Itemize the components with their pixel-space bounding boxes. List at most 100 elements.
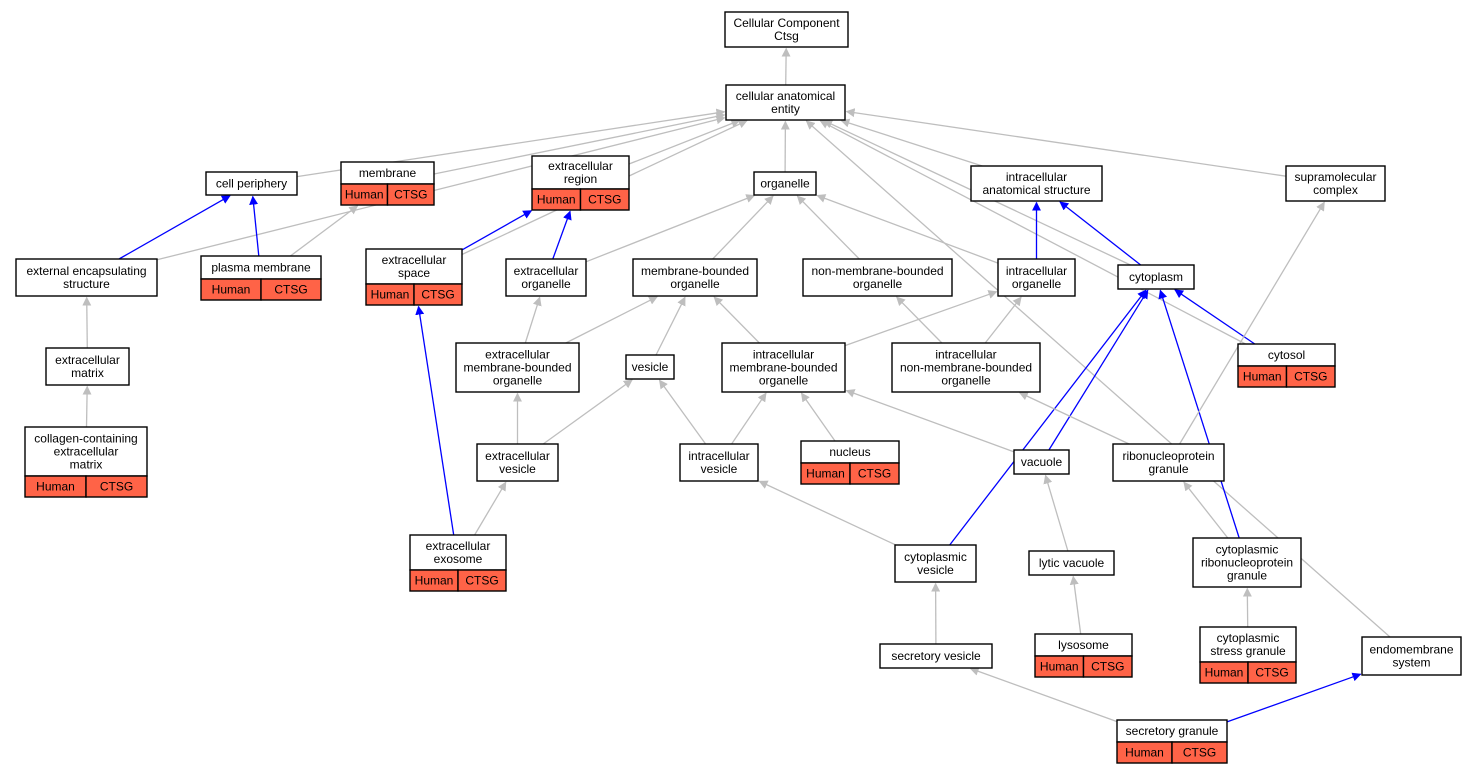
edge-ecmbo-to-ecorg — [524, 296, 542, 344]
node-label: external encapsulating — [26, 264, 146, 278]
gene-label: CTSG — [588, 193, 621, 207]
node-label: nucleus — [829, 445, 870, 459]
edge-imbo-to-intraorg — [844, 290, 998, 347]
node-box — [45, 347, 130, 386]
node-label: intracellular — [688, 449, 749, 463]
node-label: matrix — [70, 458, 103, 472]
node-collagen[interactable]: collagen-containingextracellularmatrixHu… — [24, 426, 148, 498]
node-label: stress granule — [1210, 644, 1286, 658]
node-organelle[interactable]: organelle — [753, 171, 817, 196]
node-label: supramolecular — [1294, 170, 1376, 184]
node-box — [365, 248, 463, 285]
node-label: cytoplasmic — [904, 550, 967, 564]
node-box — [476, 443, 559, 482]
edge-exosome-to-ecvesicle — [474, 481, 507, 536]
edge-collagen-to-ecmatrix — [82, 385, 92, 428]
node-label: intracellular — [1006, 170, 1067, 184]
edge-secgranule-to-endomem — [1226, 672, 1362, 723]
node-cellperiph[interactable]: cell periphery — [205, 171, 298, 196]
node-box — [409, 534, 507, 571]
edge-intraorg-to-organelle — [816, 194, 999, 264]
gene-annotation-cell — [386, 183, 435, 206]
gene-label: CTSG — [274, 283, 307, 297]
node-box — [15, 258, 158, 297]
edge-inmbo-to-intraorg — [984, 296, 1022, 344]
node-label: cytoplasmic — [1217, 631, 1280, 645]
edge-lysosome-to-lyticvac — [1069, 575, 1082, 635]
node-label: cell periphery — [216, 177, 287, 191]
node-vesicle[interactable]: vesicle — [625, 354, 675, 380]
species-label: Human — [806, 467, 845, 481]
edge-secgranule-to-secvesicle — [969, 667, 1118, 723]
node-label: vacuole — [1021, 455, 1063, 469]
node-vacuole[interactable]: vacuole — [1013, 449, 1070, 475]
gene-annotation-cell — [1171, 741, 1228, 764]
node-box — [753, 171, 817, 196]
node-label: intracellular — [935, 348, 996, 362]
node-box — [724, 11, 849, 48]
edge-plasmamem-to-cellperiph — [249, 195, 260, 257]
node-label: plasma membrane — [211, 261, 311, 275]
node-label: extracellular — [514, 264, 579, 278]
edge-lyticvac-to-vacuole — [1043, 474, 1069, 552]
node-box — [24, 426, 148, 477]
gene-label: CTSG — [858, 467, 891, 481]
edge-ecorg-to-ecregion — [552, 210, 572, 260]
gene-annotation-cell — [457, 569, 507, 592]
edge-nucleus-to-imbo — [800, 392, 836, 442]
node-cytoplasm[interactable]: cytoplasm — [1117, 264, 1195, 290]
edge-membrane-to-cae — [433, 112, 726, 175]
node-inmbo[interactable]: intracellularnon-membrane-boundedorganel… — [891, 342, 1041, 393]
node-label: anatomical structure — [982, 183, 1090, 197]
node-box — [1117, 264, 1195, 290]
node-label: organelle — [760, 177, 810, 191]
node-label: organelle — [759, 374, 809, 388]
species-label: Human — [36, 480, 75, 494]
species-label: Human — [345, 188, 384, 202]
edge-vesicle-to-membbound — [655, 296, 686, 356]
node-box — [970, 165, 1103, 202]
node-label: system — [1392, 656, 1430, 670]
edge-ecmbo-to-membbound — [565, 296, 659, 344]
species-label: Human — [1205, 666, 1244, 680]
node-lyticvac[interactable]: lytic vacuole — [1028, 550, 1115, 576]
gene-annotation-cell — [1247, 661, 1297, 684]
node-box — [894, 544, 977, 583]
node-label: endomembrane — [1369, 643, 1453, 657]
node-secvesicle[interactable]: secretory vesicle — [879, 643, 993, 669]
gene-annotation-cell — [260, 278, 322, 301]
edge-exosome-to-ecspace — [415, 305, 455, 536]
edge-icvesicle-to-imbo — [731, 392, 767, 445]
node-label: extracellular — [55, 353, 120, 367]
node-label: extracellular — [426, 539, 491, 553]
